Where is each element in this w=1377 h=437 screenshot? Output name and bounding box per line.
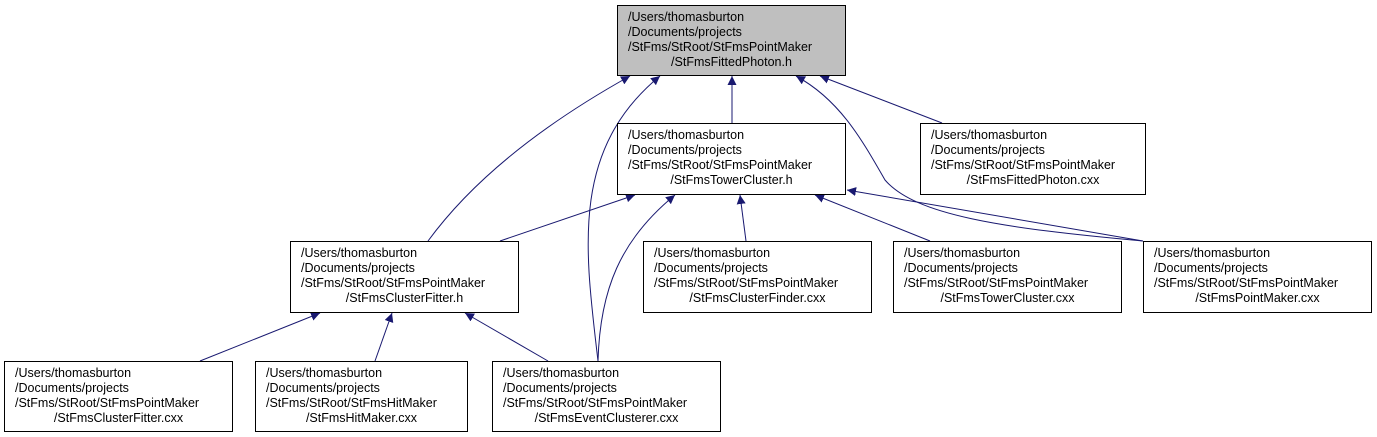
node-line: /StFms/StRoot/StFmsPointMaker xyxy=(931,158,1116,172)
graph-node-root[interactable]: /Users/thomasburton /Documents/projects … xyxy=(617,5,846,76)
node-line: /StFms/StRoot/StFmsPointMaker xyxy=(904,276,1089,290)
node-line: /Users/thomasburton xyxy=(503,366,620,380)
node-line: /Users/thomasburton xyxy=(654,246,771,260)
node-line: /Documents/projects xyxy=(628,143,742,157)
graph-node-cluster-finder-cxx[interactable]: /Users/thomasburton /Documents/projects … xyxy=(643,241,872,313)
node-line: /Users/thomasburton xyxy=(301,246,418,260)
graph-node-point-maker-cxx[interactable]: /Users/thomasburton /Documents/projects … xyxy=(1143,241,1372,313)
node-line: /Documents/projects xyxy=(301,261,415,275)
node-line: /StFms/StRoot/StFmsPointMaker xyxy=(15,396,200,410)
edge-point-maker-cxx-to-root xyxy=(795,75,1144,242)
node-line: /StFmsPointMaker.cxx xyxy=(1195,291,1320,305)
edge-cluster-finder-to-tower-cluster-h xyxy=(736,194,747,242)
node-line: /Users/thomasburton xyxy=(1154,246,1271,260)
node-line: /StFmsClusterFinder.cxx xyxy=(689,291,826,305)
edge-event-clusterer-to-root xyxy=(587,75,661,362)
node-line: /Documents/projects xyxy=(1154,261,1268,275)
node-line: /StFmsClusterFitter.h xyxy=(345,291,464,305)
node-line: /StFmsTowerCluster.h xyxy=(670,173,793,187)
node-line: /StFms/StRoot/StFmsPointMaker xyxy=(654,276,839,290)
node-line: /StFms/StRoot/StFmsPointMaker xyxy=(1154,276,1339,290)
node-line: /Documents/projects xyxy=(266,381,380,395)
edge-cluster-fitter-h-to-root xyxy=(427,75,631,242)
node-line: /StFmsHitMaker.cxx xyxy=(305,411,418,425)
node-line: /Users/thomasburton xyxy=(904,246,1021,260)
node-line: /Documents/projects xyxy=(628,25,742,39)
node-line: /Documents/projects xyxy=(904,261,1018,275)
graph-node-cluster-fitter-h[interactable]: /Users/thomasburton /Documents/projects … xyxy=(290,241,519,313)
edge-event-clusterer-to-cluster-fitter-h xyxy=(464,312,549,362)
graph-node-tower-cluster-h[interactable]: /Users/thomasburton /Documents/projects … xyxy=(617,123,846,195)
node-line: /Documents/projects xyxy=(15,381,129,395)
graph-node-event-clusterer-cxx[interactable]: /Users/thomasburton /Documents/projects … xyxy=(492,361,721,432)
graph-node-hit-maker-cxx[interactable]: /Users/thomasburton /Documents/projects … xyxy=(255,361,468,432)
edge-tower-cluster-cxx-to-tower-cluster-h xyxy=(814,194,931,242)
node-line: /StFmsClusterFitter.cxx xyxy=(53,411,184,425)
edge-event-clusterer-to-tower-cluster-h xyxy=(597,194,676,362)
edge-point-maker-cxx-to-tower-cluster-h xyxy=(846,187,1144,242)
graph-node-fitted-photon-cxx[interactable]: /Users/thomasburton /Documents/projects … xyxy=(920,123,1146,195)
node-line: /StFms/StRoot/StFmsHitMaker xyxy=(266,396,437,410)
node-line: /StFms/StRoot/StFmsPointMaker xyxy=(628,40,813,54)
node-line: /Users/thomasburton xyxy=(15,366,132,380)
node-line: /Users/thomasburton xyxy=(266,366,383,380)
node-line: /StFmsFittedPhoton.cxx xyxy=(966,173,1100,187)
node-line: /Documents/projects xyxy=(503,381,617,395)
graph-node-cluster-fitter-cxx[interactable]: /Users/thomasburton /Documents/projects … xyxy=(4,361,233,432)
node-line: /StFmsEventClusterer.cxx xyxy=(534,411,679,425)
node-line: /StFms/StRoot/StFmsPointMaker xyxy=(503,396,688,410)
edge-cluster-fitter-h-to-tower-cluster-h xyxy=(499,193,636,242)
node-line: /Users/thomasburton xyxy=(931,128,1048,142)
node-line: /Documents/projects xyxy=(931,143,1045,157)
node-line: /Documents/projects xyxy=(654,261,768,275)
node-line: /Users/thomasburton xyxy=(628,128,745,142)
node-line: /StFmsTowerCluster.cxx xyxy=(940,291,1075,305)
node-line: /Users/thomasburton xyxy=(628,10,745,24)
node-line: /StFms/StRoot/StFmsPointMaker xyxy=(628,158,813,172)
edge-cluster-fitter-cxx-to-cluster-fitter-h xyxy=(199,312,321,362)
edge-fitted-photon-cxx-to-root xyxy=(819,75,943,124)
graph-node-tower-cluster-cxx[interactable]: /Users/thomasburton /Documents/projects … xyxy=(893,241,1122,313)
node-line: /StFms/StRoot/StFmsPointMaker xyxy=(301,276,486,290)
edge-hit-maker-cxx-to-cluster-fitter-h xyxy=(374,312,394,362)
node-line: /StFmsFittedPhoton.h xyxy=(671,55,792,69)
